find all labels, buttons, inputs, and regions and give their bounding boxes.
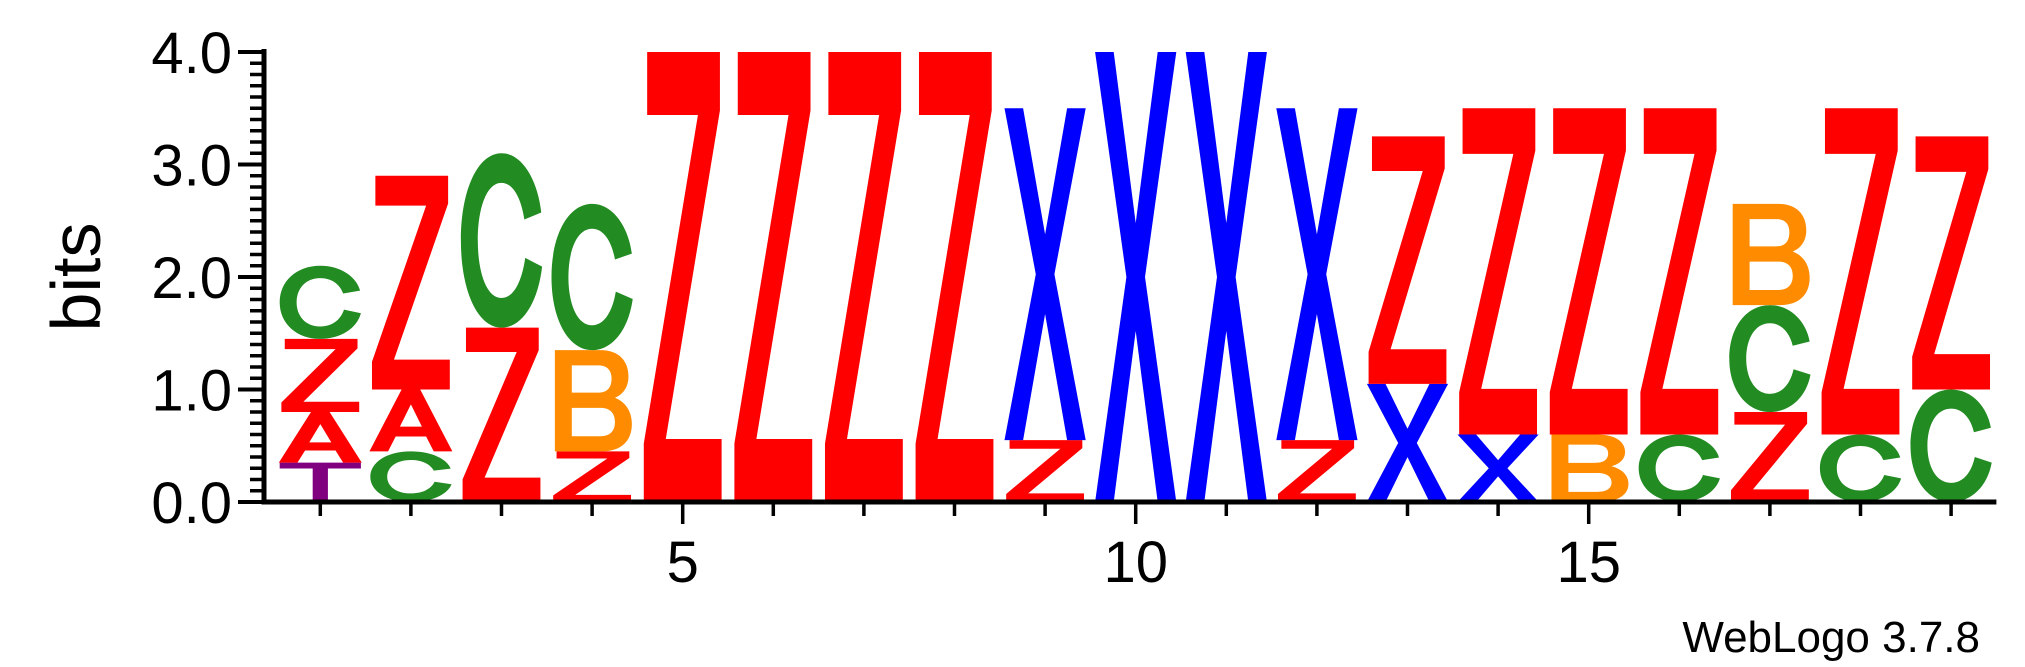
y-tick-label: 3.0 — [151, 134, 232, 199]
logo-letter-a — [369, 389, 453, 452]
logo-letter-c — [1819, 434, 1902, 502]
letter-stacks — [278, 52, 1992, 502]
logo-letter-z — [1459, 108, 1538, 435]
logo-letter-z — [1730, 412, 1809, 502]
logo-letter-z — [462, 327, 541, 502]
logo-letter-z — [1912, 136, 1991, 390]
y-tick-label: 1.0 — [151, 359, 232, 424]
logo-letter-b — [1551, 434, 1629, 502]
logo-letter-z — [1368, 136, 1447, 384]
y-axis-label: bits — [37, 223, 115, 332]
logo-letter-x — [1276, 108, 1358, 441]
logo-letter-z — [281, 338, 360, 412]
x-tick-label: 15 — [1556, 530, 1621, 595]
logo-letter-z — [734, 52, 813, 502]
logo-letter-a — [278, 412, 362, 463]
logo-letter-x — [1185, 52, 1267, 502]
logo-letter-c — [279, 265, 361, 339]
y-tick-label: 2.0 — [151, 246, 232, 311]
logo-letter-c — [551, 203, 633, 351]
logo-letter-x — [1457, 434, 1539, 502]
y-tick-label: 0.0 — [151, 471, 232, 536]
logo-letter-c — [460, 153, 543, 328]
y-tick-label: 4.0 — [151, 21, 232, 86]
x-axis-ticks: 5 10 15 — [318, 502, 1953, 595]
logo-letter-x — [1004, 108, 1086, 441]
logo-letter-b — [554, 350, 632, 452]
logo-letter-x — [1095, 52, 1177, 502]
logo-letter-z — [824, 52, 903, 502]
logo-letter-b — [1732, 203, 1810, 306]
logo-letter-c — [1729, 305, 1811, 412]
logo-letter-z — [553, 451, 632, 502]
logo-letter-z — [1006, 440, 1085, 502]
logo-letter-c — [1638, 434, 1720, 502]
logo-letter-z — [1640, 108, 1719, 435]
axes: 0.0 1.0 2.0 3.0 4.0 5 10 15 — [151, 21, 1997, 595]
x-tick-label: 5 — [667, 530, 699, 595]
y-axis-ticks: 0.0 1.0 2.0 3.0 4.0 — [151, 21, 264, 536]
x-tick-label: 10 — [1103, 530, 1168, 595]
logo-letter-z — [1549, 108, 1628, 435]
logo-letter-z — [643, 52, 722, 502]
logo-letter-z — [915, 52, 994, 502]
logo-letter-z — [1277, 440, 1356, 502]
logo-letter-z — [371, 175, 450, 390]
logo-letter-z — [1821, 108, 1900, 435]
logo-letter-c — [1910, 389, 1992, 502]
logo-letter-x — [1366, 383, 1449, 502]
logo-letter-c — [370, 451, 452, 502]
weblogo-version-label: WebLogo 3.7.8 — [1682, 613, 1980, 662]
logo-letter-t — [279, 462, 361, 502]
